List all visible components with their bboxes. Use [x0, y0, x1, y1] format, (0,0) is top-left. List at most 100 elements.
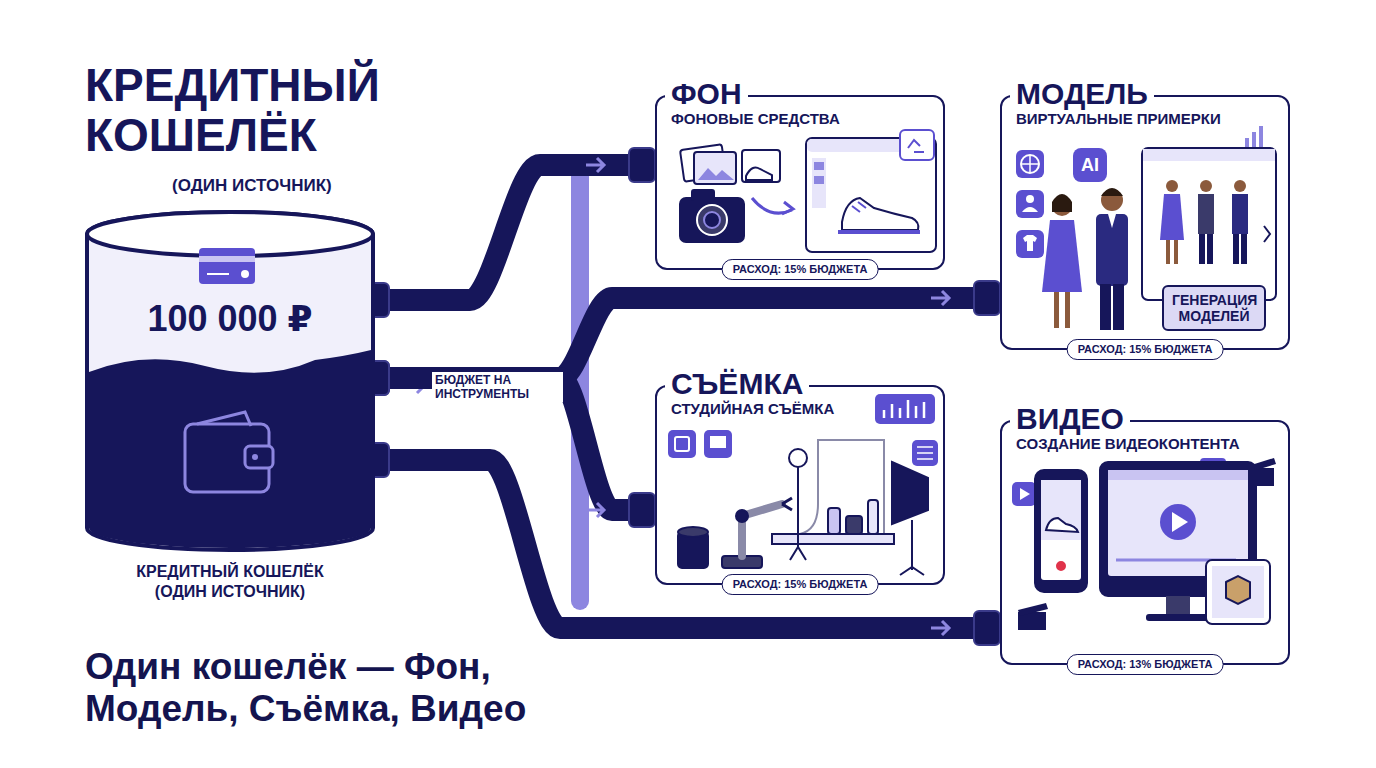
card-subtitle: СОЗДАНИЕ ВИДЕОКОНТЕНТА	[1016, 435, 1242, 453]
card-icon	[199, 256, 255, 262]
video-content-illustration	[1146, 614, 1210, 621]
virtual-fitting-illustration	[1016, 150, 1044, 178]
budget-pill: РАСХОД: 15% БЮДЖЕТА	[722, 574, 879, 595]
studio-shooting-illustration	[828, 508, 840, 534]
video-content-illustration	[1012, 458, 1276, 630]
wallet-tank: 100 000 ₽КРЕДИТНЫЙ КОШЕЛЁК (ОДИН ИСТОЧНИ…	[85, 210, 375, 555]
studio-shooting-illustration	[790, 467, 806, 560]
virtual-fitting-illustration	[1021, 155, 1039, 173]
badge-text: AI	[1081, 154, 1099, 176]
virtual-fitting-illustration	[1234, 180, 1246, 192]
button-text: ГЕНЕРАЦИЯ МОДЕЛЕЙ	[1172, 292, 1256, 324]
background-tools-illustration	[852, 202, 866, 212]
background-tools-illustration	[814, 176, 824, 184]
studio-shooting-illustration	[846, 516, 862, 534]
video-content-illustration	[1046, 518, 1078, 532]
video-content-illustration	[1035, 470, 1087, 592]
caption: Один кошелёк — Фон, Модель, Съёмка, Виде…	[85, 646, 645, 730]
virtual-fitting-illustration	[1016, 230, 1044, 258]
studio-shooting-illustration	[704, 430, 732, 458]
background-tools-illustration	[692, 190, 714, 200]
virtual-fitting-illustration	[1100, 284, 1111, 330]
arrow-head	[586, 158, 604, 172]
virtual-fitting-illustration	[1198, 194, 1214, 234]
arrow-head	[931, 621, 949, 635]
video-content-illustration	[1166, 596, 1190, 614]
virtual-fitting-illustration	[1101, 189, 1123, 211]
virtual-fitting-illustration	[1052, 194, 1072, 212]
virtual-fitting-illustration	[1023, 235, 1037, 251]
studio-shooting-illustration	[782, 498, 792, 510]
background-tools-illustration	[842, 198, 918, 230]
background-tools-illustration	[838, 230, 920, 234]
background-tools-illustration	[752, 198, 792, 213]
virtual-fitting-illustration	[1233, 234, 1239, 264]
tank-shape	[85, 210, 375, 555]
tank-caption: КРЕДИТНЫЙ КОШЕЛЁК (ОДИН ИСТОЧНИК)	[130, 562, 330, 602]
card-heading: СЪЁМКА	[665, 367, 809, 401]
card-subtitle: ВИРТУАЛЬНЫЕ ПРИМЕРКИ	[1016, 110, 1223, 128]
virtual-fitting-illustration	[1160, 194, 1184, 240]
tool-card: МОДЕЛЬВИРТУАЛЬНЫЕ ПРИМЕРКИРАСХОД: 15% БЮ…	[1000, 95, 1290, 350]
virtual-fitting-illustration	[1113, 284, 1124, 330]
video-content-illustration	[1041, 480, 1081, 580]
virtual-fitting-illustration	[1232, 194, 1248, 234]
background-tools-illustration	[900, 130, 934, 160]
budget-pill: РАСХОД: 15% БЮДЖЕТА	[722, 259, 879, 280]
subtitle-label: (ОДИН ИСТОЧНИК)	[172, 176, 332, 196]
tool-card: ВИДЕОСОЗДАНИЕ ВИДЕОКОНТЕНТАРАСХОД: 13% Б…	[1000, 420, 1290, 665]
pipe-coupling	[974, 281, 1000, 315]
card-icon	[199, 248, 255, 284]
virtual-fitting-illustration	[1207, 234, 1213, 264]
studio-shooting-illustration	[675, 437, 689, 451]
virtual-fitting-illustration	[1108, 214, 1116, 228]
studio-shooting-illustration	[710, 436, 726, 448]
studio-shooting-illustration	[668, 394, 938, 575]
video-content-illustration	[1055, 560, 1067, 572]
video-content-illustration	[1226, 576, 1250, 604]
background-tools-illustration	[680, 130, 936, 252]
card-icon	[241, 270, 249, 278]
arrow-head	[931, 291, 949, 305]
pipe-coupling	[974, 611, 1000, 645]
studio-shooting-illustration	[736, 510, 748, 522]
card-heading: ВИДЕО	[1010, 402, 1130, 436]
arrow-head	[586, 503, 604, 517]
virtual-fitting-illustration	[1016, 190, 1044, 218]
virtual-fitting-illustration	[1042, 220, 1082, 292]
studio-shooting-illustration	[772, 534, 894, 544]
virtual-fitting-illustration	[1143, 149, 1275, 161]
virtual-fitting-illustration	[1166, 180, 1178, 192]
studio-shooting-illustration	[742, 504, 782, 556]
tool-card: ФОНФОНОВЫЕ СРЕДСТВАРАСХОД: 15% БЮДЖЕТА	[655, 95, 945, 270]
generate-button: ГЕНЕРАЦИЯ МОДЕЛЕЙ	[1162, 285, 1266, 331]
virtual-fitting-illustration	[1200, 180, 1212, 192]
tank-liquid	[89, 350, 371, 548]
virtual-fitting-illustration	[1026, 195, 1034, 203]
card-subtitle: ФОНОВЫЕ СРЕДСТВА	[671, 110, 842, 128]
studio-shooting-illustration	[917, 447, 933, 459]
edge-label: БЮДЖЕТ НА ИНСТРУМЕНТЫ	[432, 372, 563, 402]
wallet-icon	[245, 446, 273, 468]
virtual-fitting-illustration	[1101, 188, 1123, 196]
card-icon	[207, 273, 229, 275]
ai-badge: AI	[1073, 148, 1107, 182]
video-content-illustration	[1212, 566, 1264, 618]
background-tools-illustration	[814, 162, 824, 170]
studio-shooting-illustration	[912, 440, 938, 466]
budget-pill: РАСХОД: 13% БЮДЖЕТА	[1067, 654, 1224, 675]
virtual-fitting-illustration	[1160, 180, 1248, 264]
virtual-fitting-illustration	[1054, 292, 1059, 328]
pipe-coupling	[629, 148, 655, 182]
background-tools-illustration	[680, 198, 744, 242]
virtual-fitting-illustration	[1096, 214, 1128, 286]
tool-card: СЪЁМКАСТУДИЙНАЯ СЪЁМКАРАСХОД: 15% БЮДЖЕТ…	[655, 385, 945, 585]
studio-shooting-illustration	[900, 520, 924, 575]
virtual-fitting-illustration	[1016, 126, 1276, 330]
pipe	[375, 165, 655, 300]
virtual-fitting-illustration	[1199, 234, 1205, 264]
card-heading: МОДЕЛЬ	[1010, 77, 1154, 111]
studio-shooting-illustration	[868, 500, 878, 534]
background-tools-illustration	[812, 158, 826, 208]
wallet-icon	[252, 454, 258, 460]
